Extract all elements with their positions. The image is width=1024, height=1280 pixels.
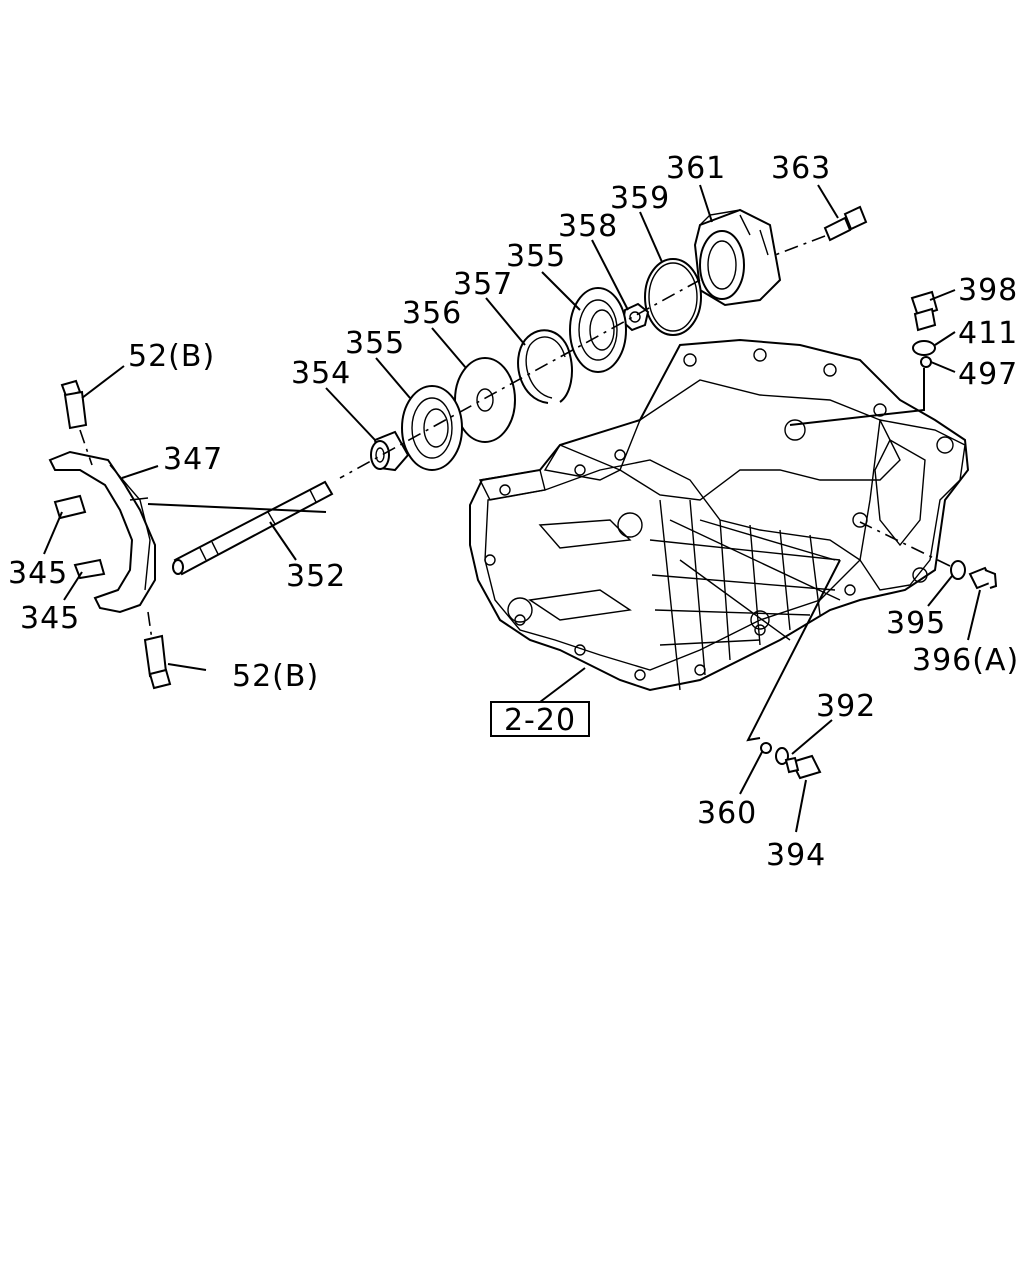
reference-box: 2-20 (490, 667, 590, 738)
piston-356 (454, 357, 516, 443)
callout-356: 356 (402, 296, 462, 331)
callout-363: 363 (771, 151, 831, 186)
snap-ring-357 (517, 329, 573, 404)
callout-355-lower: 355 (345, 326, 405, 361)
ball-497 (920, 356, 932, 368)
callout-355-upper: 355 (506, 239, 566, 274)
shift-shaft-352 (172, 480, 334, 576)
callout-345-upper: 345 (8, 556, 68, 591)
callout-497: 497 (958, 357, 1018, 392)
callout-357: 357 (453, 267, 513, 302)
callout-359: 359 (610, 181, 670, 216)
o-ring-359 (644, 258, 702, 336)
bushing-354 (370, 430, 410, 472)
callout-411: 411 (958, 316, 1018, 351)
bolt-52b-top (60, 379, 93, 466)
o-ring-395 (950, 560, 966, 580)
plug-398 (910, 290, 939, 332)
callout-396a: 396(A) (912, 643, 1019, 678)
bolt-363 (774, 205, 868, 256)
callout-361: 361 (666, 151, 726, 186)
callout-394: 394 (766, 838, 826, 873)
ball-360 (760, 742, 772, 754)
shift-pad-345-lower (73, 558, 106, 580)
housing-361 (693, 208, 782, 307)
callout-354: 354 (291, 356, 351, 391)
callout-395: 395 (886, 606, 946, 641)
leader-lines (43, 184, 981, 833)
callout-360: 360 (697, 796, 757, 831)
callout-352: 352 (286, 559, 346, 594)
seal-355-upper (569, 287, 627, 373)
switch-396a (968, 566, 998, 590)
callout-392: 392 (816, 689, 876, 724)
callout-52b-top: 52(B) (128, 339, 215, 374)
callout-398: 398 (958, 273, 1018, 308)
shift-pad-345-upper (53, 494, 87, 520)
callout-347: 347 (163, 442, 223, 477)
o-ring-411 (912, 340, 936, 356)
callout-labels: 361 363 359 358 355 357 356 355 354 398 … (8, 151, 1019, 873)
switch-394 (784, 754, 822, 780)
transmission-case (469, 338, 970, 692)
shift-fork-347 (48, 450, 156, 614)
callout-345-lower: 345 (20, 601, 80, 636)
callout-52b-bottom: 52(B) (232, 659, 319, 694)
seal-355-lower (401, 385, 463, 471)
reference-box-text: 2-20 (504, 703, 576, 738)
callout-358: 358 (558, 209, 618, 244)
bolt-52b-bottom (143, 611, 172, 690)
